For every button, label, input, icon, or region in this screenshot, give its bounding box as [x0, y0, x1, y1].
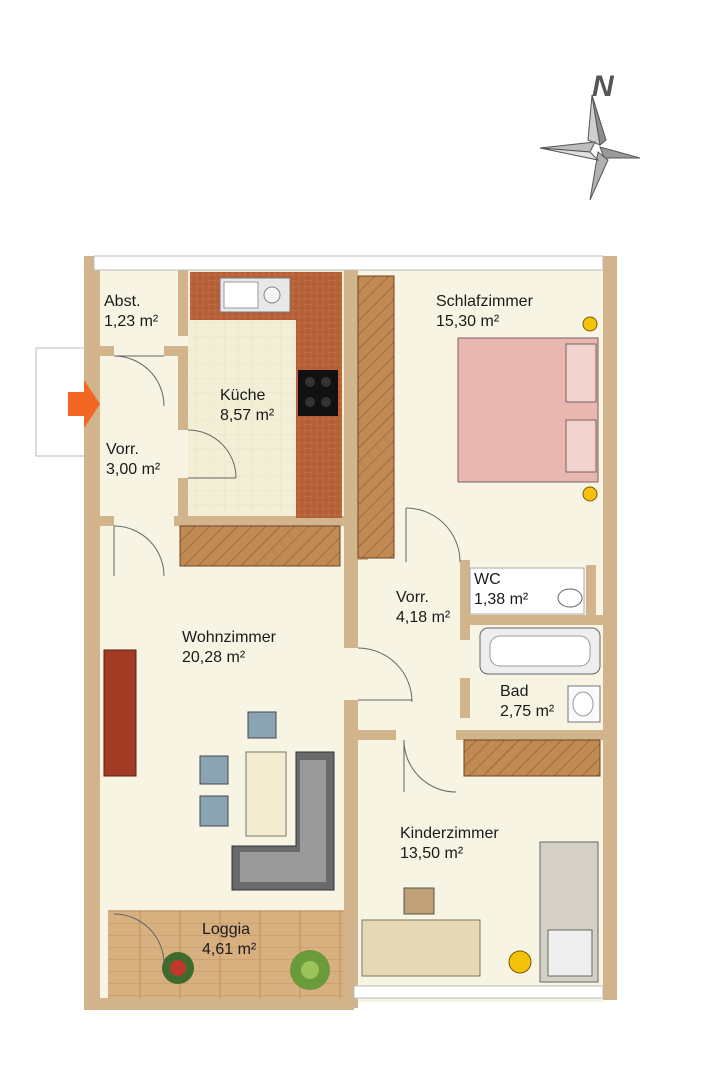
room-name: Loggia: [202, 921, 251, 938]
room-name: Kinderzimmer: [400, 825, 499, 842]
room-name: Vorr.: [106, 441, 139, 458]
room-name: Küche: [220, 387, 266, 404]
room-area: 13,50 m²: [400, 845, 464, 862]
room-area: 4,18 m²: [396, 609, 451, 626]
window-strip-top: [93, 255, 604, 271]
window-strip-bottom: [353, 985, 604, 999]
walls: [84, 256, 617, 1010]
room-label-vorr-2: Vorr. 4,18 m²: [396, 588, 450, 628]
sink-icon: [219, 277, 291, 313]
room-name: WC: [474, 571, 501, 588]
wardrobe-kids: [463, 739, 601, 777]
room-name: Wohnzimmer: [182, 629, 276, 646]
room-label-abst: Abst. 1,23 m²: [104, 292, 158, 332]
bathtub-icon: [479, 627, 601, 675]
room-label-vorr-1: Vorr. 3,00 m²: [106, 440, 160, 480]
room-label-bad: Bad 2,75 m²: [500, 682, 554, 722]
room-label-loggia: Loggia 4,61 m²: [202, 920, 256, 960]
double-bed-icon: [457, 316, 599, 502]
lamp-icon: [508, 950, 532, 974]
room-label-kueche: Küche 8,57 m²: [220, 386, 274, 426]
entry-arrow-icon: [68, 380, 100, 428]
sofa-icon: [231, 751, 335, 891]
room-label-schlafzimmer: Schlafzimmer 15,30 m²: [436, 292, 533, 332]
compass-north-label: N: [592, 70, 614, 103]
room-area: 4,61 m²: [202, 941, 257, 958]
washbasin-icon: [567, 685, 601, 723]
cooktop-icon: [298, 370, 338, 416]
room-area: 1,23 m²: [104, 313, 159, 330]
wardrobe-hall: [179, 525, 341, 567]
room-name: Bad: [500, 683, 529, 700]
room-area: 1,38 m²: [474, 591, 529, 608]
room-name: Vorr.: [396, 589, 429, 606]
compass-rose-icon: [539, 94, 641, 201]
room-area: 2,75 m²: [500, 703, 555, 720]
plant-icon: [162, 952, 194, 984]
tv-cabinet-icon: [103, 649, 137, 777]
room-label-wohnzimmer: Wohnzimmer 20,28 m²: [182, 628, 276, 668]
door-swings: [113, 355, 461, 965]
toilet-icon: [469, 567, 585, 615]
room-area: 15,30 m²: [436, 313, 500, 330]
wardrobe-bedroom: [357, 275, 395, 559]
room-name: Abst.: [104, 293, 141, 310]
single-bed-icon: [539, 841, 599, 983]
room-area: 3,00 m²: [106, 461, 161, 478]
room-label-kinderzimmer: Kinderzimmer 13,50 m²: [400, 824, 499, 864]
room-area: 20,28 m²: [182, 649, 246, 666]
room-area: 8,57 m²: [220, 407, 275, 424]
room-label-wc: WC 1,38 m²: [474, 570, 528, 610]
room-name: Schlafzimmer: [436, 293, 533, 310]
plant-icon: [290, 950, 330, 990]
desk-icon: [361, 887, 481, 977]
dining-table-icon: [199, 711, 287, 837]
